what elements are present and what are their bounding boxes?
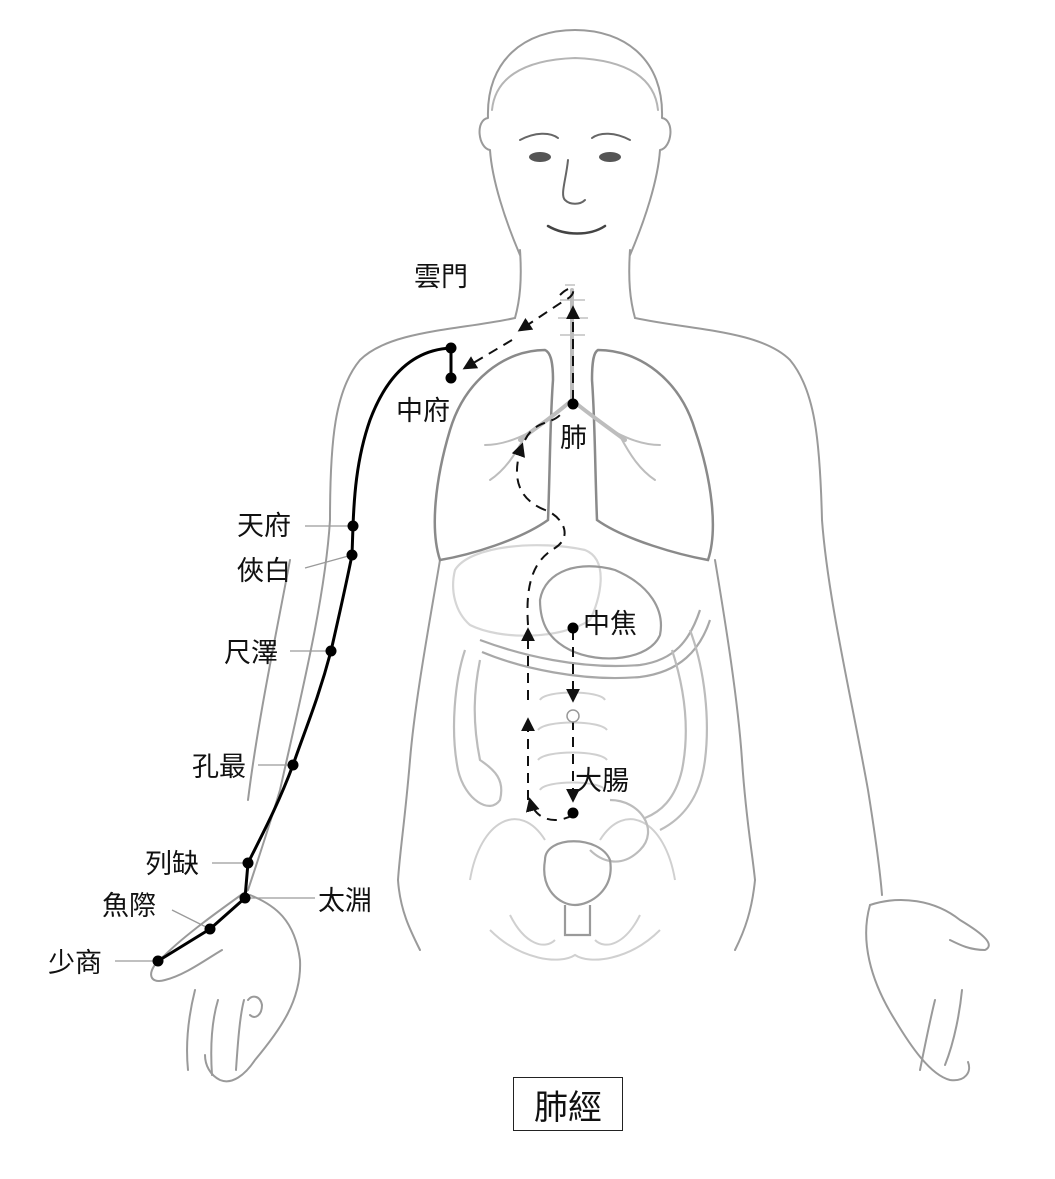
- point-dachang: [567, 807, 579, 819]
- label-lieque: 列缺: [145, 849, 199, 880]
- point-taiyuan: [239, 892, 251, 904]
- label-tianfu: 天府: [237, 511, 291, 542]
- point-xiabai: [346, 549, 358, 561]
- leader-lines: [115, 525, 353, 962]
- label-zhongfu: 中府: [396, 396, 450, 427]
- label-fei: 肺: [560, 423, 587, 454]
- label-zhongjiao: 中焦: [583, 609, 637, 640]
- label-chize: 尺澤: [224, 638, 278, 669]
- internal-pathway: [462, 287, 580, 821]
- acupoints: [152, 342, 579, 967]
- meridian-line: [157, 346, 453, 963]
- lungs: [433, 348, 715, 562]
- point-lieque: [242, 857, 254, 869]
- point-shaoshang: [152, 955, 164, 967]
- label-taiyuan: 太淵: [318, 886, 372, 917]
- point-labels: 雲門 中府 肺 天府 俠白 尺澤 孔最 列缺 太淵 魚際 少商 中焦 大腸: [48, 262, 637, 979]
- body-outline: [150, 29, 990, 1083]
- label-dachang: 大腸: [575, 766, 629, 797]
- label-yunmen: 雲門: [414, 262, 468, 293]
- digestive-organs: [452, 544, 712, 937]
- label-xiabai: 俠白: [237, 556, 291, 587]
- point-zhongjiao: [567, 622, 579, 634]
- point-yuji: [204, 923, 216, 935]
- point-yunmen: [445, 342, 457, 354]
- face: [519, 132, 631, 235]
- xiaochang-marker: [566, 709, 580, 723]
- point-tianfu: [347, 520, 359, 532]
- point-kongzui: [287, 759, 299, 771]
- point-fei: [567, 398, 579, 410]
- point-zhongfu: [445, 372, 457, 384]
- label-kongzui: 孔最: [192, 752, 246, 783]
- label-yuji: 魚際: [102, 891, 156, 922]
- label-shaoshang: 少商: [48, 948, 102, 979]
- diagram-title: 肺經: [513, 1077, 623, 1131]
- point-chize: [325, 645, 337, 657]
